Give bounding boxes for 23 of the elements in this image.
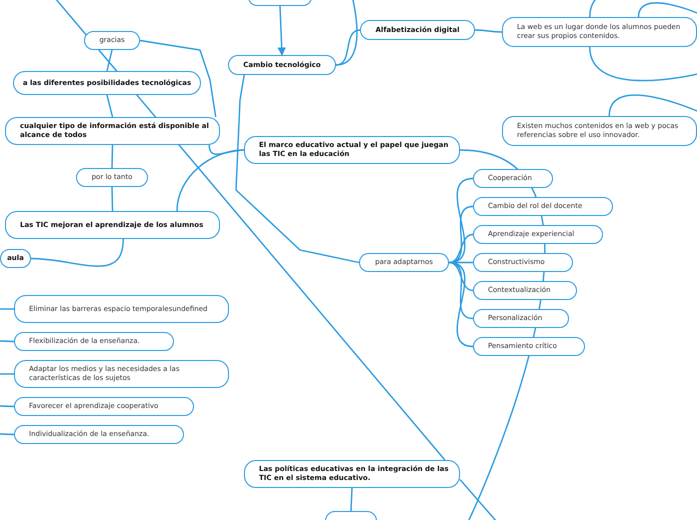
connector-line <box>235 74 360 264</box>
connector-line <box>448 234 474 264</box>
connector-line <box>111 144 114 168</box>
connector-line <box>106 94 114 118</box>
connector-line <box>336 29 360 66</box>
connector-line <box>459 479 498 520</box>
connector-line <box>448 262 474 292</box>
connector-line <box>608 94 697 116</box>
connector-line <box>140 40 216 118</box>
connector-line <box>0 308 14 310</box>
connector-line <box>0 340 14 342</box>
connector-line <box>0 433 14 436</box>
connector-line <box>0 405 14 408</box>
connector-line <box>475 29 502 33</box>
connector-line <box>0 373 14 375</box>
connector-line <box>176 149 244 212</box>
connector-line <box>589 46 697 82</box>
connector-line <box>30 238 124 267</box>
arrow <box>278 6 286 56</box>
connector-line <box>106 50 113 72</box>
connector-line <box>111 186 114 212</box>
connector-line <box>350 488 353 512</box>
connector-line <box>638 2 697 18</box>
